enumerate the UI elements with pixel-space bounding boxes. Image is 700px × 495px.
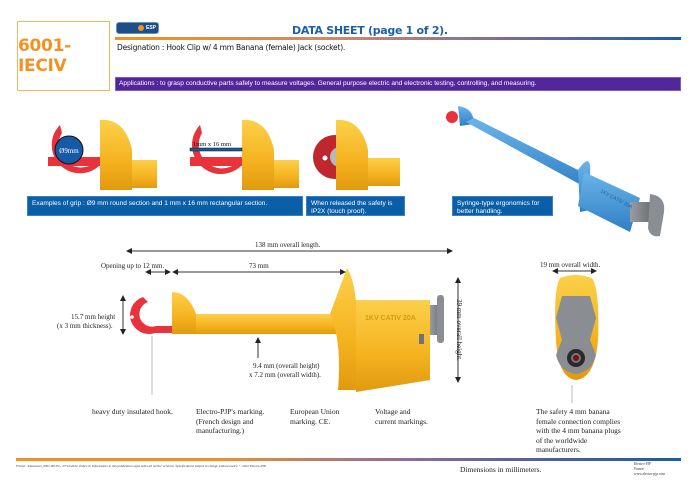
safety-image (313, 119, 400, 190)
overall-width-label: 19 mm overall width. (540, 261, 601, 269)
dimension-lines (120, 248, 597, 403)
footer-units: Dimensions in millimeters. (460, 465, 542, 474)
logo-text: ESP (145, 25, 156, 31)
front-view-image (555, 275, 599, 380)
footer-legal: Fichier «Datasheet_6001-IECIV». 07/10/20… (16, 464, 267, 468)
applications-banner: Applications : to grasp conductive parts… (115, 77, 681, 91)
safety-caption: When released the safety is IP2X (touch … (306, 196, 405, 216)
brand-logo: ESP (116, 22, 159, 34)
shaft-length-label: 73 mm (249, 262, 269, 270)
note-brand: Electro-PJP's marking. (French design an… (196, 407, 265, 435)
note-ce: European Union marking. CE. (290, 407, 340, 426)
hook-thickness-label: (x 3 mm thickness). (57, 322, 113, 330)
main-clip-side-view: 1KV CATIV 20A (130, 268, 444, 392)
overall-height-label: 39 mm overall height. (454, 299, 463, 361)
opening-label: Opening up to 12 mm. (101, 262, 165, 270)
footer-divider (16, 458, 681, 461)
rect-section-label: 1mm x 16 mm (193, 141, 231, 148)
note-banana: The safety 4 mm banana female connection… (536, 407, 621, 454)
logo-badge-icon (137, 25, 144, 31)
grip-caption: Examples of grip : Ø9 mm round section a… (27, 196, 303, 216)
header-divider (115, 37, 681, 40)
page-title: DATA SHEET (page 1 of 2). (292, 24, 448, 37)
round-section-label: Ø9mm (59, 147, 79, 155)
product-reference: 6001-IECIV (18, 36, 71, 76)
main-clip-marking: 1KV CATIV 20A (365, 315, 416, 322)
hook-height-label: 15.7 mm height (71, 313, 116, 321)
grip-image-round: Ø9mm (36, 119, 157, 190)
grip-image-rect: 1mm x 16 mm (178, 119, 299, 190)
note-voltage: Voltage and current markings. (375, 407, 428, 426)
reference-box: 6001-IECIV (17, 21, 110, 91)
footer-company: Electro-PJP France www.electro-pjp.com (634, 462, 666, 476)
overall-length-label: 138 mm overall length. (255, 241, 321, 249)
designation: Designation : Hook Clip w/ 4 mm Banana (… (117, 43, 346, 52)
shaft-size-label-2: x 7.2 mm (overall width). (249, 371, 321, 379)
shaft-size-label-1: 9.4 mm (overall height) (253, 362, 320, 370)
blue-clip-image: 1KV CATIV 20A (446, 106, 665, 237)
note-hook: heavy duty insulated hook. (92, 407, 173, 416)
ergonomics-caption: Syringe-type ergonomics for better handl… (452, 196, 553, 216)
